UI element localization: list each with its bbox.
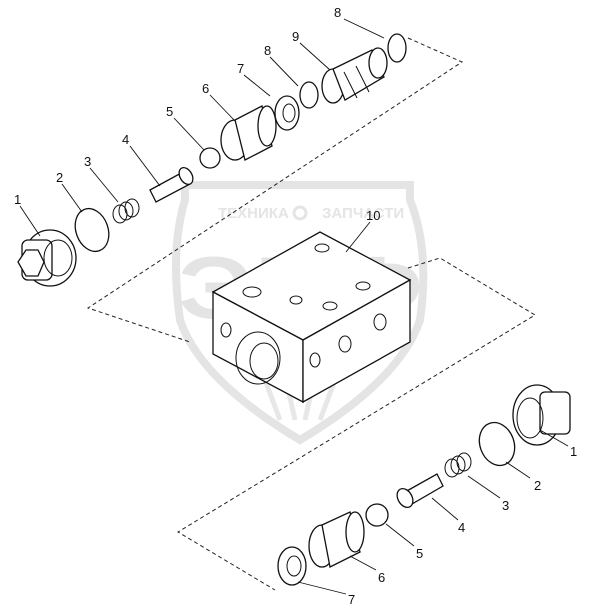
- part-4-pin-bottom: [396, 473, 444, 508]
- top-port-1: [242, 286, 262, 298]
- callout-1-top: 1: [14, 192, 21, 207]
- top-port-2: [314, 243, 330, 253]
- callout-10: 10: [366, 208, 380, 223]
- part-1-plug-top: [17, 229, 77, 287]
- lower-axis-line: [177, 257, 536, 591]
- callout-6-top: 6: [202, 81, 209, 96]
- callout-2-top: 2: [56, 170, 63, 185]
- axis-lines: [86, 37, 536, 591]
- watermark-shield: [172, 181, 428, 445]
- part-3-spring-bottom: [444, 452, 472, 478]
- part-3-spring-top: [112, 198, 140, 224]
- callout-7-top: 7: [237, 61, 244, 76]
- callout-8-mid: 8: [264, 43, 271, 58]
- top-port-3: [322, 301, 338, 311]
- right-port-2: [373, 313, 387, 331]
- part-6-sleeve-bottom: [308, 511, 365, 568]
- callout-1-bottom: 1: [570, 444, 577, 459]
- part-2-oring-bottom: [478, 421, 516, 467]
- callout-8-top: 8: [334, 5, 341, 20]
- top-port-4: [355, 281, 371, 291]
- right-port-1: [338, 335, 352, 353]
- part-8-oring-mid: [299, 81, 319, 109]
- part-8-oring-top: [387, 33, 407, 63]
- top-port-5: [289, 295, 303, 305]
- part-7-washer-top: [274, 95, 300, 131]
- part-10-valve-body: [211, 231, 412, 404]
- callout-9: 9: [292, 29, 299, 44]
- main-bore-inner: [249, 342, 279, 380]
- part-1-plug-bottom: [512, 384, 571, 446]
- callout-4-top: 4: [122, 132, 129, 147]
- part-7-washer-bottom: [277, 546, 307, 586]
- watermark-text-left: ТЕХНИКА: [218, 205, 289, 222]
- callout-6-bottom: 6: [378, 570, 385, 585]
- right-port-3: [309, 352, 321, 368]
- part-5-ball-bottom: [365, 503, 389, 527]
- part-9-spool: [321, 47, 388, 104]
- callout-labels: 1 2 3 4 5 6 7 8 9 8 10 1 2 3 4 5 6 7: [14, 5, 577, 607]
- main-bore: [235, 331, 281, 385]
- callout-5-bottom: 5: [416, 546, 423, 561]
- part-4-pin-top: [149, 166, 194, 203]
- leader-lines: [19, 18, 569, 595]
- callout-4-bottom: 4: [458, 520, 465, 535]
- callout-5-top: 5: [166, 104, 173, 119]
- part-6-sleeve-top: [220, 105, 277, 161]
- part-5-ball-top: [199, 147, 221, 169]
- part-2-oring-top: [74, 207, 110, 253]
- callout-2-bottom: 2: [534, 478, 541, 493]
- watermark-text-right: ЗАПЧАСТИ: [322, 205, 404, 222]
- side-port: [220, 322, 232, 338]
- gear-icon: [292, 205, 308, 221]
- callout-7-bottom: 7: [348, 592, 355, 607]
- upper-axis-line: [86, 37, 464, 343]
- callout-3-bottom: 3: [502, 498, 509, 513]
- callout-3-top: 3: [84, 154, 91, 169]
